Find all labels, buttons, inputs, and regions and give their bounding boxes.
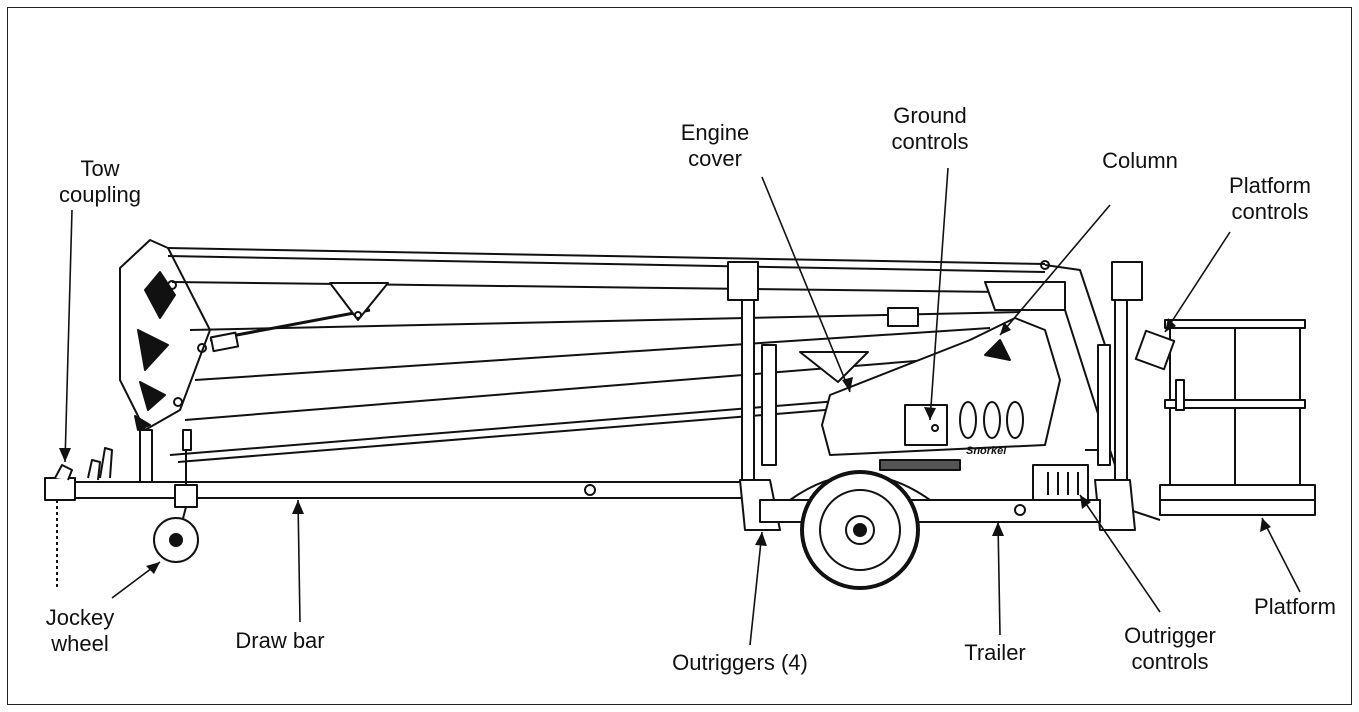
road-wheel	[800, 470, 920, 590]
brand-decal: Snorkel	[966, 445, 1007, 457]
left-tower	[139, 429, 192, 483]
label-column: Column	[1102, 148, 1178, 173]
label-engine-cover: Engine cover	[680, 120, 750, 171]
boom-end-plate	[119, 239, 211, 431]
label-platform-controls: Platform controls	[1229, 173, 1311, 224]
label-outrigger-controls: Outrigger controls	[1124, 623, 1216, 674]
ground-controls-box	[904, 404, 948, 446]
label-jockey-wheel: Jockey wheel	[45, 605, 115, 656]
tow-coupling	[44, 447, 113, 590]
label-tow-coupling: Tow coupling	[59, 156, 141, 207]
outrigger-towers	[727, 261, 1143, 531]
label-draw-bar: Draw bar	[235, 628, 325, 653]
platform-basket	[1134, 319, 1316, 516]
platform-controls-box	[1134, 329, 1176, 371]
label-platform: Platform	[1254, 594, 1336, 619]
turret	[799, 317, 1061, 471]
label-ground-controls: Ground controls	[891, 103, 969, 154]
label-trailer: Trailer	[964, 640, 1026, 665]
leader-lines	[64, 167, 1301, 646]
leader-arrowheads	[59, 318, 1271, 574]
jockey-wheel	[153, 430, 199, 563]
label-outriggers: Outriggers (4)	[672, 650, 808, 675]
boom	[167, 247, 1066, 463]
